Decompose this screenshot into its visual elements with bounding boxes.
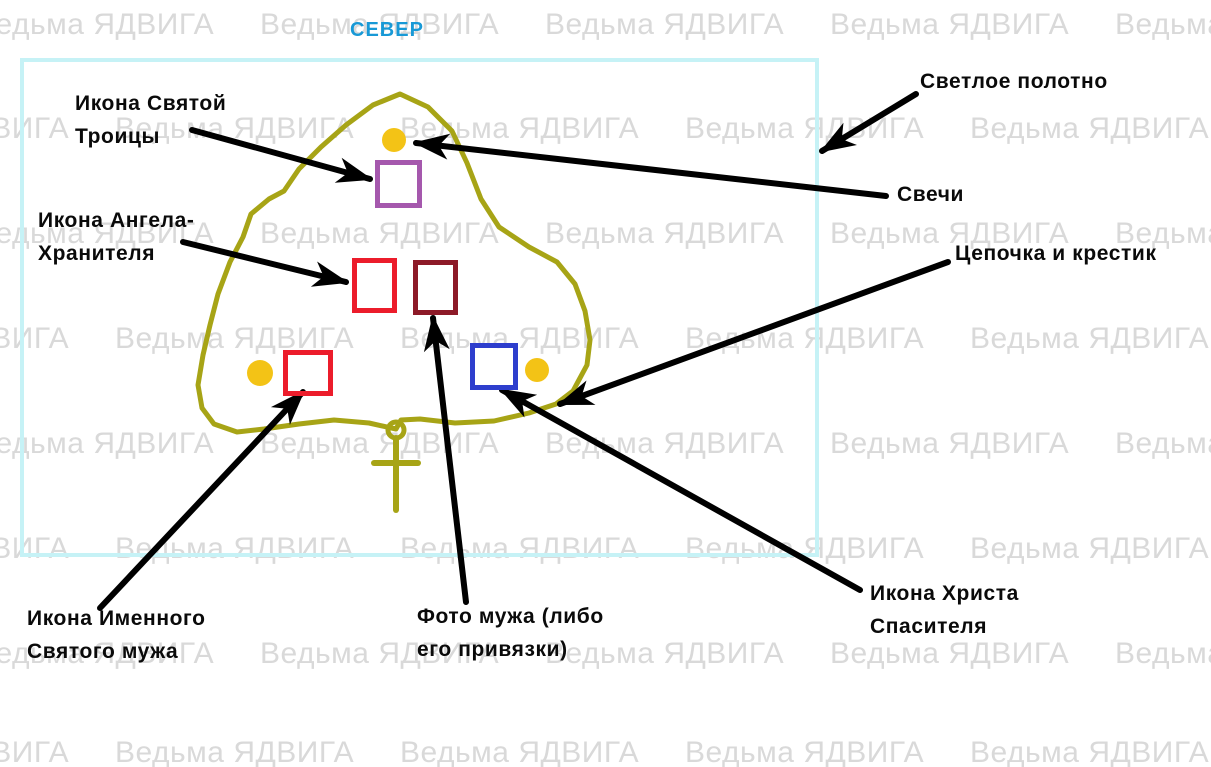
chain-label: Цепочка и крестик <box>955 237 1157 270</box>
candles-arrow <box>413 133 889 199</box>
watermark-text: Ведьма ЯДВИГА <box>0 322 70 355</box>
cross-pendant <box>371 419 421 513</box>
watermark-text: Ведьма ЯДВИГА <box>830 427 1070 460</box>
watermark-text: Ведьма ЯДВИГА <box>0 112 70 145</box>
guardian-icon-square <box>352 258 397 313</box>
christ-icon-square <box>470 343 518 390</box>
guardian-label-line1: Икона Ангела- <box>38 209 195 232</box>
watermark-text: Ведьма ЯДВИГА <box>970 112 1210 145</box>
photo-label-line2: его привязки) <box>417 638 568 661</box>
watermark-text: Ведьма ЯДВИГА <box>830 637 1070 670</box>
chain-outline <box>195 91 593 435</box>
candle-dot-top <box>382 128 406 152</box>
watermark-text: Ведьма ЯДВИГА <box>685 112 925 145</box>
candles-label-text: Свечи <box>897 183 965 206</box>
guardian-label-line2: Хранителя <box>38 242 156 265</box>
trinity-label: Икона Святой Троицы <box>75 87 226 153</box>
name-saint-label-line2: Святого мужа <box>27 640 179 663</box>
watermark-text: Ведьма ЯДВИГА <box>685 736 925 767</box>
guardian-arrow <box>180 239 349 287</box>
christ-arrow <box>499 387 863 593</box>
watermark-text: Ведьма ЯДВИГА <box>0 427 215 460</box>
candles-label: Свечи <box>897 178 964 211</box>
watermark-text: Ведьма ЯДВИГА <box>400 736 640 767</box>
photo-arrow <box>423 315 469 605</box>
watermark-text: Ведьма ЯДВИГА <box>1115 637 1211 670</box>
watermark-text: Ведьма ЯДВИГА <box>0 217 215 250</box>
watermark-text: Ведьма ЯДВИГА <box>260 637 500 670</box>
cloth-label-text: Светлое полотно <box>920 70 1108 93</box>
photo-square <box>413 260 458 315</box>
watermark-text: Ведьма ЯДВИГА <box>0 637 215 670</box>
name-saint-arrow <box>97 389 306 611</box>
watermark-text: Ведьма ЯДВИГА <box>545 427 785 460</box>
name-saint-icon-square <box>283 350 333 396</box>
watermark-text: Ведьма ЯДВИГА <box>0 736 70 767</box>
watermark-text: Ведьма ЯДВИГА <box>685 322 925 355</box>
name-saint-label-line1: Икона Именного <box>27 607 206 630</box>
watermark-text: Ведьма ЯДВИГА <box>1115 8 1211 41</box>
watermark-text: Ведьма ЯДВИГА <box>260 8 500 41</box>
candle-dot-right <box>525 358 549 382</box>
trinity-arrow <box>189 127 373 183</box>
watermark-text: Ведьма ЯДВИГА <box>545 217 785 250</box>
watermark-text: Ведьма ЯДВИГА <box>545 8 785 41</box>
chain-arrow <box>557 259 951 407</box>
watermark-text: Ведьма ЯДВИГА <box>970 532 1210 565</box>
watermark-text: Ведьма ЯДВИГА <box>260 217 500 250</box>
watermark-text: Ведьма ЯДВИГА <box>830 217 1070 250</box>
watermark-text: Ведьма ЯДВИГА <box>830 8 1070 41</box>
watermark-text: Ведьма ЯДВИГА <box>0 8 215 41</box>
watermark-text: Ведьма ЯДВИГА <box>260 427 500 460</box>
watermark-text: Ведьма ЯДВИГА <box>1115 217 1211 250</box>
christ-label-line2: Спасителя <box>870 615 988 638</box>
trinity-label-line2: Троицы <box>75 125 161 148</box>
watermark-text: Ведьма ЯДВИГА <box>400 532 640 565</box>
watermark-text: Ведьма ЯДВИГА <box>0 532 70 565</box>
christ-label-line1: Икона Христа <box>870 582 1019 605</box>
watermark-text: Ведьма ЯДВИГА <box>970 322 1210 355</box>
cloth-label: Светлое полотно <box>920 65 1108 98</box>
watermark-text: Ведьма ЯДВИГА <box>970 736 1210 767</box>
christ-label: Икона Христа Спасителя <box>870 577 1019 643</box>
watermark-text: Ведьма ЯДВИГА <box>115 322 355 355</box>
chain-label-text: Цепочка и крестик <box>955 242 1157 265</box>
trinity-icon-square <box>375 160 422 208</box>
candle-dot-left <box>247 360 273 386</box>
cloth-arrow <box>819 91 919 154</box>
name-saint-label: Икона Именного Святого мужа <box>27 602 206 668</box>
trinity-label-line1: Икона Святой <box>75 92 227 115</box>
watermark-text: Ведьма ЯДВИГА <box>115 736 355 767</box>
guardian-label: Икона Ангела- Хранителя <box>38 204 194 270</box>
photo-label: Фото мужа (либо его привязки) <box>417 600 604 666</box>
north-label: СЕВЕР <box>350 19 424 41</box>
watermark-text: Ведьма ЯДВИГА <box>1115 427 1211 460</box>
photo-label-line1: Фото мужа (либо <box>417 605 604 628</box>
watermark-text: Ведьма ЯДВИГА <box>545 637 785 670</box>
